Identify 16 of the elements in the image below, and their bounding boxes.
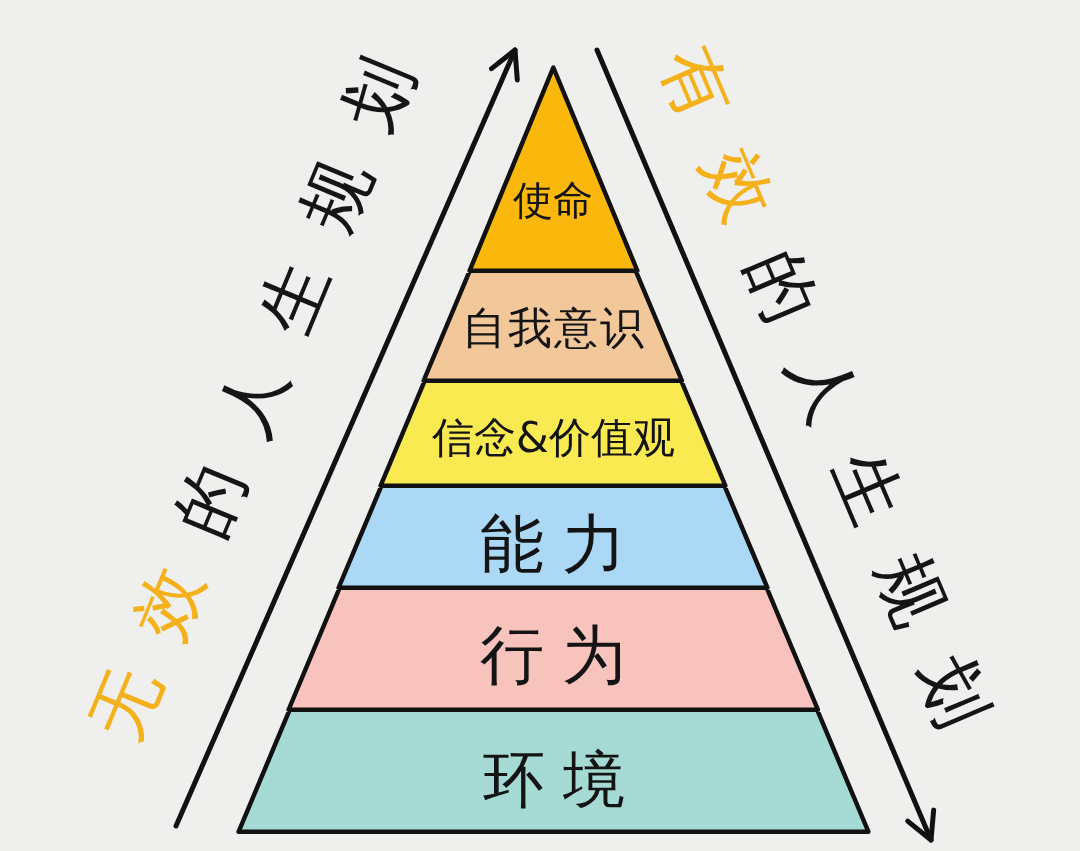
slanted-caption: 的人生规划 [736, 239, 1000, 737]
layer-label: 行为 [479, 623, 645, 687]
pyramid-layer [236, 712, 871, 834]
layer-label: 能力 [479, 512, 645, 576]
pyramid-layer [336, 488, 771, 590]
pyramid-layer [378, 383, 729, 488]
layer-label: 环境 [481, 749, 643, 811]
slanted-caption: 无效 [80, 556, 214, 750]
layer-label: 使命 [513, 180, 594, 220]
pyramid-layer [421, 273, 685, 383]
layer-label: 信念&价值观 [431, 417, 675, 459]
layer-label: 自我意识 [461, 306, 647, 350]
pyramid-layer [286, 590, 821, 712]
slanted-caption: 有效 [650, 37, 785, 231]
slanted-caption: 的人生规划 [164, 48, 424, 547]
pyramid-layer [466, 63, 640, 273]
